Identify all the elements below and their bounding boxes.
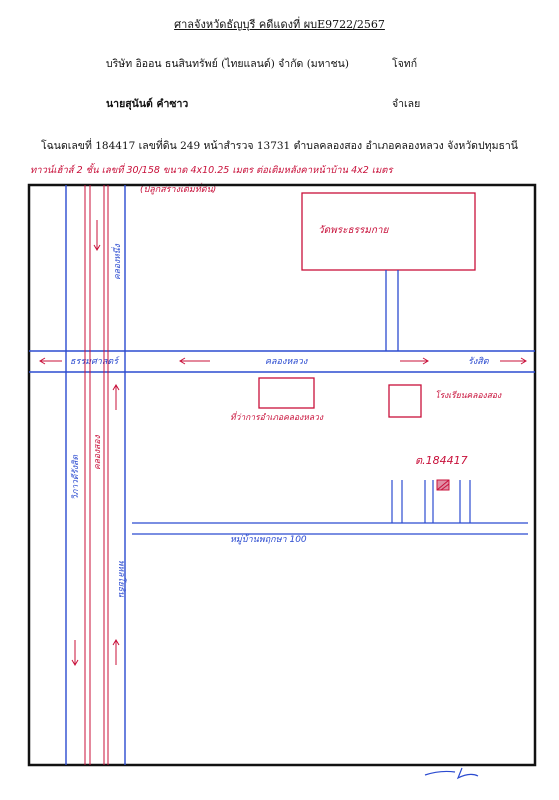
plaintiff-role: โจทก์ — [392, 58, 418, 70]
school-building — [388, 384, 422, 418]
vroad-label-right: พหลโยธิน — [116, 560, 127, 597]
deed-description: โฉนดเลขที่ 184417 เลขที่ดิน 249 หน้าสำรว… — [41, 140, 518, 152]
defendant-role: จำเลย — [392, 98, 421, 110]
plaintiff-name: บริษัท อิออน ธนสินทรัพย์ (ไทยแลนด์) จำกั… — [106, 58, 349, 70]
soi-label: หมู่บ้านพฤกษา 100 — [230, 534, 307, 545]
plot-number-label: ต.184417 — [415, 454, 468, 467]
building-note: ทาวน์เฮ้าส์ 2 ชั้น เลขที่ 30/158 ขนาด 4x… — [30, 162, 394, 176]
district-office-label: ที่ว่าการอำเภอคลองหลวง — [230, 411, 324, 423]
temple-building — [301, 192, 476, 271]
temple-label: วัดพระธรรมกาย — [318, 225, 390, 236]
defendant-name: นายสุนันต์ คำซาว — [106, 98, 189, 110]
school-label: โรงเรียนคลองสอง — [435, 390, 502, 401]
road-arrows — [39, 357, 527, 365]
road-label-right: รังสิต — [468, 356, 490, 367]
vroad-arrows — [71, 220, 120, 666]
map-frame — [27, 183, 537, 767]
district-office-building — [258, 377, 315, 409]
road-label-center: คลองหลวง — [265, 357, 308, 367]
vroad-label-center: คลองสอง — [93, 435, 103, 470]
sub-lanes — [391, 480, 471, 523]
signature — [424, 767, 479, 780]
road-label-left: ธรรมศาสตร์ — [70, 356, 120, 367]
vroad-label-left: วิภาวดีรังสิต — [70, 455, 81, 500]
court-case-heading: ศาลจังหวัดธัญบุรี คดีแดงที่ ผบE9722/2567 — [174, 18, 385, 31]
subject-property-marker — [436, 479, 450, 491]
vroad-label-top: คลองหนึ่ง — [111, 243, 123, 280]
